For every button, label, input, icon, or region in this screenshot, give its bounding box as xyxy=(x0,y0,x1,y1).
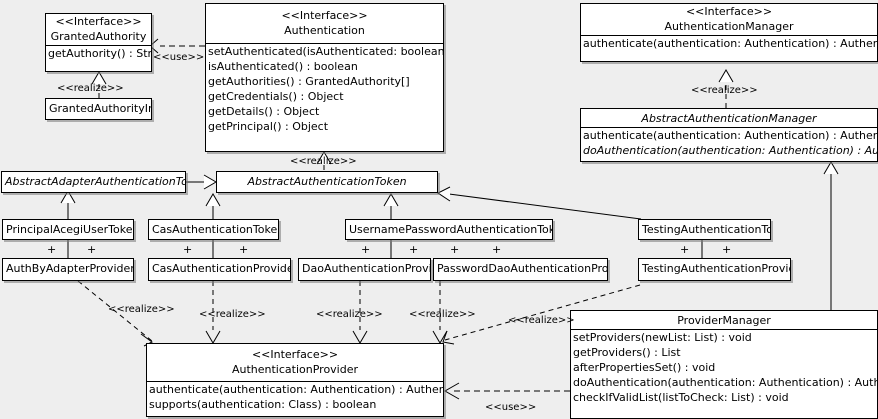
label-realize-auth-by-adapter-provider: <<realize>> xyxy=(108,304,175,315)
class-name-label: AuthenticationProvider xyxy=(231,363,359,376)
association-marker: + xyxy=(680,243,690,256)
section-divider xyxy=(147,381,443,382)
operation-row: getDetails() : Object xyxy=(208,105,320,118)
label-realize-dao-provider: <<realize>> xyxy=(316,309,383,320)
label-realize-testing-provider: <<realize>> xyxy=(508,315,575,326)
label-use-provider-manager: <<use>> xyxy=(485,402,537,413)
class-name-label: TestingAuthenticationToken xyxy=(642,223,770,236)
operation-row: getAuthorities() : GrantedAuthority[] xyxy=(208,75,410,88)
operation-row: authenticate(authentication: Authenticat… xyxy=(149,383,443,396)
association-marker: + xyxy=(492,243,502,256)
association-marker: + xyxy=(183,243,193,256)
class-name-label: UsernamePasswordAuthenticationToken xyxy=(349,223,553,236)
class-name-label: PasswordDaoAuthenticationProvider xyxy=(437,262,608,275)
class-granted-authority[interactable]: <<Interface>> GrantedAuthority getAuthor… xyxy=(45,13,152,72)
operation-row: getCredentials() : Object xyxy=(208,90,344,103)
association-marker: + xyxy=(409,243,419,256)
class-name-label: ProviderManager xyxy=(677,314,771,327)
class-name-label: AbstractAdapterAuthenticationToken xyxy=(5,175,185,188)
class-name-label: CasAuthenticationToken xyxy=(152,223,279,236)
class-password-dao-authentication-provider[interactable]: PasswordDaoAuthenticationProvider xyxy=(433,258,608,281)
operation-row: afterPropertiesSet() : void xyxy=(573,361,716,374)
section-divider xyxy=(581,35,877,36)
class-name-label: AuthenticationManager xyxy=(664,20,794,33)
operations-section: authenticate(authentication: Authenticat… xyxy=(581,128,877,158)
class-cas-authentication-provider[interactable]: CasAuthenticationProvider xyxy=(148,258,291,281)
association-marker: + xyxy=(87,243,97,256)
class-name-label: GrantedAuthority xyxy=(50,30,147,43)
class-authentication-provider[interactable]: <<Interface>> AuthenticationProvider aut… xyxy=(146,343,444,417)
label-realize-cas-provider: <<realize>> xyxy=(199,309,266,320)
section-divider xyxy=(46,45,151,46)
class-name-label: TestingAuthenticationProvider xyxy=(642,262,791,275)
operation-row: setProviders(newList: List) : void xyxy=(573,331,752,344)
operation-row: setAuthenticated(isAuthenticated: boolea… xyxy=(208,45,444,58)
operation-row: doAuthentication(authentication: Authent… xyxy=(573,376,877,389)
class-dao-authentication-provider[interactable]: DaoAuthenticationProvider xyxy=(298,258,431,281)
class-principal-acegi-user-token[interactable]: PrincipalAcegiUserToken xyxy=(2,219,134,240)
operations-section: setProviders(newList: List) : void getPr… xyxy=(571,330,877,405)
class-testing-authentication-token[interactable]: TestingAuthenticationToken xyxy=(638,219,771,240)
class-name-label: DaoAuthenticationProvider xyxy=(302,262,430,275)
class-provider-manager[interactable]: ProviderManager setProviders(newList: Li… xyxy=(570,310,878,419)
label-realize-abstract-manager: <<realize>> xyxy=(691,85,758,96)
association-marker: + xyxy=(361,243,371,256)
section-divider xyxy=(206,43,443,44)
class-auth-by-adapter-provider[interactable]: AuthByAdapterProvider xyxy=(2,258,134,281)
label-realize-abstract-token-authentication: <<realize>> xyxy=(290,156,357,167)
operations-section: getAuthority() : String xyxy=(46,46,151,61)
stereotype-label: <<Interface>> xyxy=(281,9,368,22)
association-marker: + xyxy=(450,243,460,256)
class-abstract-authentication-token[interactable]: AbstractAuthenticationToken xyxy=(216,171,438,193)
operation-row: authenticate(authentication: Authenticat… xyxy=(583,37,877,50)
label-realize-password-dao-provider: <<realize>> xyxy=(409,309,476,320)
operation-row: isAuthenticated() : boolean xyxy=(208,60,358,73)
class-name-label: AuthByAdapterProvider xyxy=(6,262,134,275)
class-cas-authentication-token[interactable]: CasAuthenticationToken xyxy=(148,219,279,240)
operation-row: checkIfValidList(listToCheck: List) : vo… xyxy=(573,391,789,404)
operation-row: doAuthentication(authentication: Authent… xyxy=(583,144,877,157)
stereotype-label: <<Interface>> xyxy=(685,5,773,18)
operation-row: authenticate(authentication: Authenticat… xyxy=(583,129,877,142)
association-marker: + xyxy=(47,243,57,256)
section-divider xyxy=(581,127,877,128)
stereotype-label: <<Interface>> xyxy=(55,15,142,28)
operations-section: authenticate(authentication: Authenticat… xyxy=(581,36,877,51)
class-name-label: PrincipalAcegiUserToken xyxy=(6,223,134,236)
class-name-label: Authentication xyxy=(284,24,365,37)
class-username-password-authentication-token[interactable]: UsernamePasswordAuthenticationToken xyxy=(345,219,553,240)
stereotype-label: <<Interface>> xyxy=(251,348,339,361)
operation-row: supports(authentication: Class) : boolea… xyxy=(149,398,377,411)
class-granted-authority-impl[interactable]: GrantedAuthorityImpl xyxy=(45,98,152,120)
class-authentication-manager[interactable]: <<Interface>> AuthenticationManager auth… xyxy=(580,3,878,62)
association-marker: + xyxy=(722,243,732,256)
operation-row: getAuthority() : String xyxy=(48,47,152,60)
class-testing-authentication-provider[interactable]: TestingAuthenticationProvider xyxy=(638,258,791,281)
class-authentication[interactable]: <<Interface>> Authentication setAuthenti… xyxy=(205,3,444,152)
class-name-label: AbstractAuthenticationManager xyxy=(641,112,817,125)
operation-row: getProviders() : List xyxy=(573,346,681,359)
section-divider xyxy=(571,329,877,330)
operations-section: setAuthenticated(isAuthenticated: boolea… xyxy=(206,44,443,134)
label-realize-granted-authority-impl: <<realize>> xyxy=(57,83,124,94)
class-abstract-authentication-manager[interactable]: AbstractAuthenticationManager authentica… xyxy=(580,108,878,162)
class-name-label: GrantedAuthorityImpl xyxy=(49,102,151,115)
association-marker: + xyxy=(239,243,249,256)
label-use-authentication-granted-authority: <<use>> xyxy=(153,52,205,63)
class-abstract-adapter-authentication-token[interactable]: AbstractAdapterAuthenticationToken xyxy=(1,171,186,193)
class-name-label: CasAuthenticationProvider xyxy=(152,262,291,275)
operations-section: authenticate(authentication: Authenticat… xyxy=(147,382,443,412)
operation-row: getPrincipal() : Object xyxy=(208,120,329,133)
class-name-label: AbstractAuthenticationToken xyxy=(247,175,407,188)
